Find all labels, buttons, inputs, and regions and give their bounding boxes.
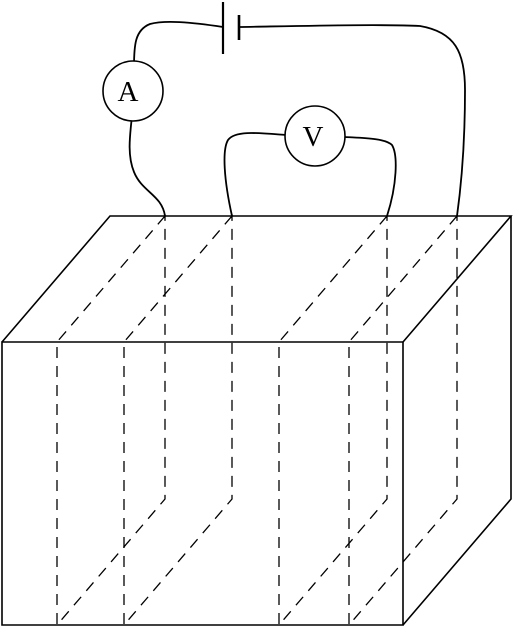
wire-battery-to-block xyxy=(238,24,466,217)
voltmeter-circle xyxy=(284,105,346,167)
wire-ammeter-to-block xyxy=(128,115,166,217)
wire-voltmeter-right xyxy=(344,136,397,217)
wires xyxy=(128,20,466,217)
dashed-plane-4 xyxy=(348,214,458,627)
ammeter-circle xyxy=(102,60,164,122)
ammeter-label: A xyxy=(118,76,139,108)
dashed-plane-1 xyxy=(56,214,166,627)
block xyxy=(1,215,513,626)
block-front-face xyxy=(1,341,404,626)
ammeter: A xyxy=(102,60,164,122)
voltmeter-label: V xyxy=(303,121,324,153)
hidden-planes xyxy=(56,214,458,627)
voltmeter: V xyxy=(284,105,346,167)
wire-voltmeter-left xyxy=(223,132,287,217)
block-right-face xyxy=(402,216,512,626)
battery xyxy=(221,2,241,54)
dashed-plane-3 xyxy=(278,214,388,627)
block-top-face xyxy=(1,215,513,343)
dashed-plane-2 xyxy=(123,214,233,627)
wire-battery-to-ammeter xyxy=(133,20,224,68)
